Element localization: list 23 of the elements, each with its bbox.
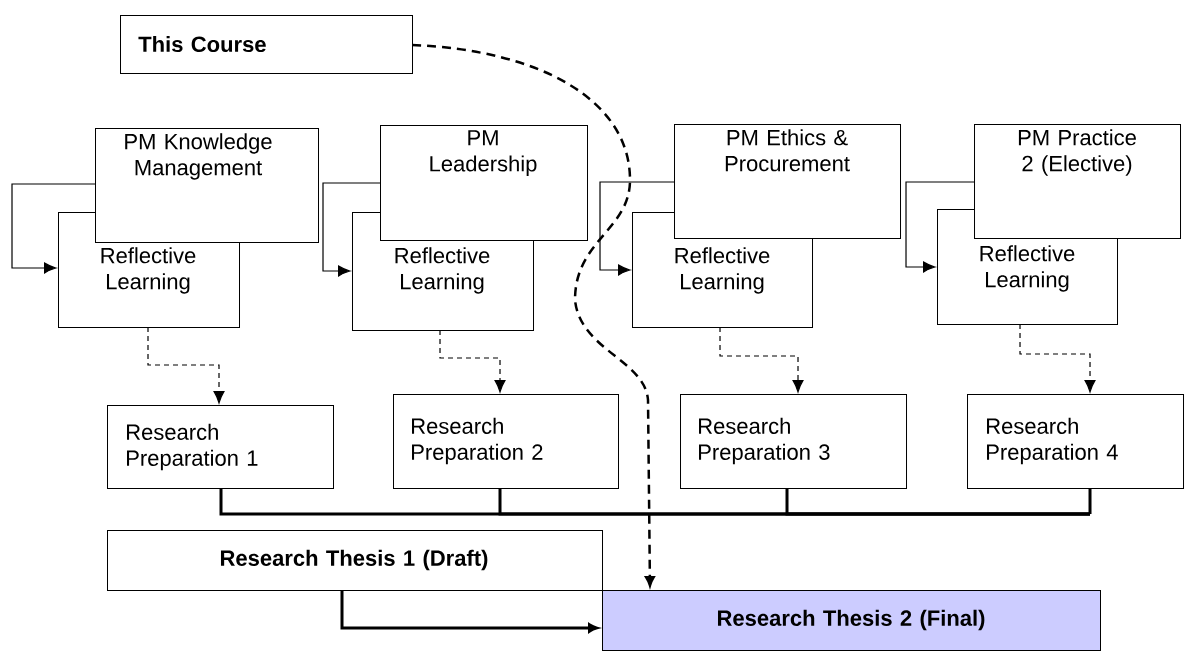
arrow xyxy=(147,326,225,404)
thesis-box: Research Thesis 1 (Draft) xyxy=(107,530,603,591)
arrow xyxy=(322,182,381,277)
course-box: This Course xyxy=(120,15,413,74)
connector-line xyxy=(785,488,1090,516)
preparation-box: Research Preparation 2 xyxy=(393,394,619,489)
arrow xyxy=(439,329,506,393)
module-box: PM Leadership xyxy=(380,125,588,241)
thesis-box: Research Thesis 2 (Final) xyxy=(602,590,1101,651)
arrow xyxy=(411,43,655,587)
connector-line xyxy=(1088,488,1092,514)
arrow xyxy=(905,181,975,273)
preparation-box: Research Preparation 1 xyxy=(107,405,334,489)
preparation-box: Research Preparation 4 xyxy=(967,394,1184,489)
arrow xyxy=(1019,323,1096,393)
arrow xyxy=(340,590,599,633)
module-box: PM Ethics & Procurement xyxy=(674,124,901,239)
arrow xyxy=(599,181,675,276)
arrow xyxy=(11,183,96,274)
arrow xyxy=(719,326,804,393)
module-box: PM Practice 2 (Elective) xyxy=(974,124,1181,239)
module-box: PM Knowledge Management xyxy=(95,128,319,243)
preparation-box: Research Preparation 3 xyxy=(680,394,907,489)
